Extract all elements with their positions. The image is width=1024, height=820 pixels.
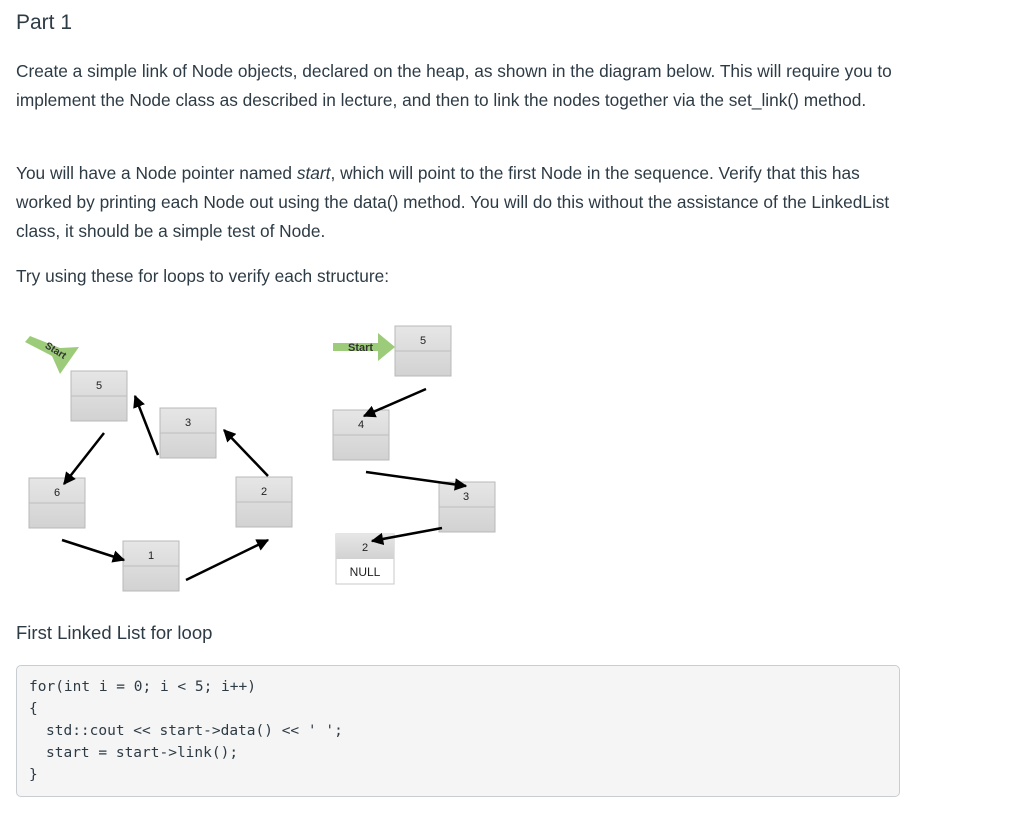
svg-text:3: 3 — [185, 417, 191, 429]
arrow-4-to-3 — [365, 470, 468, 491]
code-text: for(int i = 0; i < 5; i++){std::cout << … — [29, 676, 343, 786]
node-left-6: 6 — [28, 477, 86, 529]
code-caption: First Linked List for loop — [16, 622, 213, 643]
code-line-1: for(int i = 0; i < 5; i++) — [29, 679, 256, 695]
svg-text:2: 2 — [362, 542, 368, 554]
svg-text:6: 6 — [54, 487, 60, 499]
node-left-3: 3 — [159, 407, 217, 459]
code-block: for(int i = 0; i < 5; i++){std::cout << … — [16, 665, 900, 797]
svg-text:4: 4 — [358, 419, 364, 431]
pointer-paragraph: You will have a Node pointer named start… — [16, 159, 916, 246]
arrow-3-to-2 — [370, 526, 443, 546]
node-left-5: 5 — [70, 370, 128, 422]
svg-text:5: 5 — [96, 380, 102, 392]
arrow-3-to-5 — [133, 394, 160, 456]
page-title: Part 1 — [16, 11, 73, 34]
node-left-1: 1 — [122, 540, 180, 592]
code-line-3: std::cout << start->data() << ' '; — [46, 723, 343, 739]
node-right-4: 4 — [332, 409, 390, 461]
svg-text:Start: Start — [348, 342, 373, 354]
node-left-2: 2 — [235, 476, 293, 528]
arrow-5-to-4 — [362, 387, 427, 418]
intro-paragraph: Create a simple link of Node objects, de… — [16, 61, 892, 110]
svg-text:2: 2 — [261, 486, 267, 498]
start-pointer-right: Start — [333, 333, 395, 361]
arrow-6-to-1 — [61, 538, 126, 563]
pointer-text-1: You will have a Node pointer named — [16, 163, 297, 183]
code-line-5: } — [29, 767, 38, 783]
svg-text:3: 3 — [463, 491, 469, 503]
circular-list-diagram: Start 5 3 2 1 6 — [25, 336, 293, 592]
start-keyword: start — [296, 163, 331, 183]
pointer-text-2: , which will point to the first Node in … — [16, 163, 890, 241]
null-label: NULL — [350, 565, 381, 579]
linked-list-diagrams: Start 5 3 2 1 6 — [25, 325, 496, 592]
svg-text:1: 1 — [148, 550, 154, 562]
arrow-2-to-3 — [223, 429, 269, 477]
code-line-4: start = start->link(); — [46, 745, 239, 761]
node-right-5: 5 — [394, 325, 452, 377]
arrow-5-to-6 — [63, 432, 105, 485]
svg-text:5: 5 — [420, 335, 426, 347]
code-line-2: { — [29, 701, 38, 717]
node-right-2: 2 NULL — [335, 533, 395, 585]
node-right-3: 3 — [438, 481, 496, 533]
linear-list-diagram: Start 5 4 3 2 NULL — [332, 325, 496, 585]
arrow-1-to-2 — [185, 538, 270, 582]
loops-paragraph: Try using these for loops to verify each… — [16, 266, 389, 286]
start-pointer-left: Start — [25, 336, 79, 374]
